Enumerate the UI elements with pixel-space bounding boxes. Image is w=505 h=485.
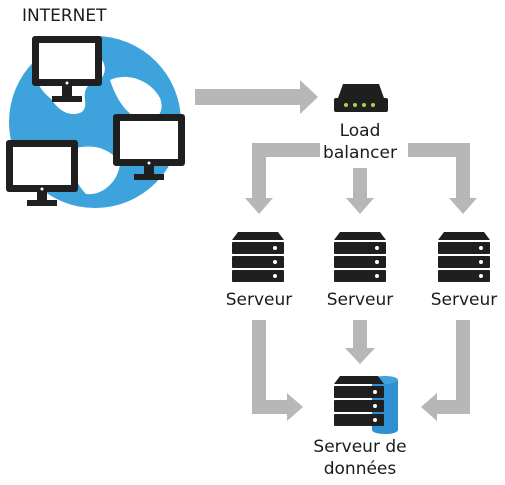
server-rack-icon — [438, 232, 490, 282]
router-icon — [334, 84, 388, 112]
load-balancer-label-line1: Load — [339, 121, 381, 141]
monitor-icon — [6, 140, 78, 206]
database-server-icon — [334, 376, 398, 434]
server-label-right: Serveur — [430, 290, 498, 310]
arrow-loadbalancer-to-server-middle — [346, 168, 374, 214]
continent-shape — [70, 146, 120, 195]
server-label-middle: Serveur — [326, 290, 394, 310]
monitor-icon — [32, 36, 102, 102]
arrow-server-right-to-database — [421, 320, 470, 421]
arrow-loadbalancer-to-server-right — [408, 143, 477, 214]
arrow-internet-to-loadbalancer — [195, 80, 318, 114]
database-label-line1: Serveur de — [313, 437, 407, 457]
arrow-server-left-to-database — [252, 320, 303, 421]
globe-with-computers-icon — [6, 36, 185, 208]
server-rack-icon — [232, 232, 284, 282]
internet-label: INTERNET — [22, 6, 107, 26]
load-balancer-label-line2: balancer — [323, 143, 397, 163]
continent-shape — [110, 76, 162, 121]
monitor-icon — [113, 114, 185, 180]
server-rack-icon — [334, 232, 386, 282]
arrow-server-middle-to-database — [345, 320, 375, 364]
server-label-left: Serveur — [225, 290, 293, 310]
arrow-loadbalancer-to-server-left — [245, 143, 320, 214]
database-label-line2: données — [323, 459, 397, 479]
